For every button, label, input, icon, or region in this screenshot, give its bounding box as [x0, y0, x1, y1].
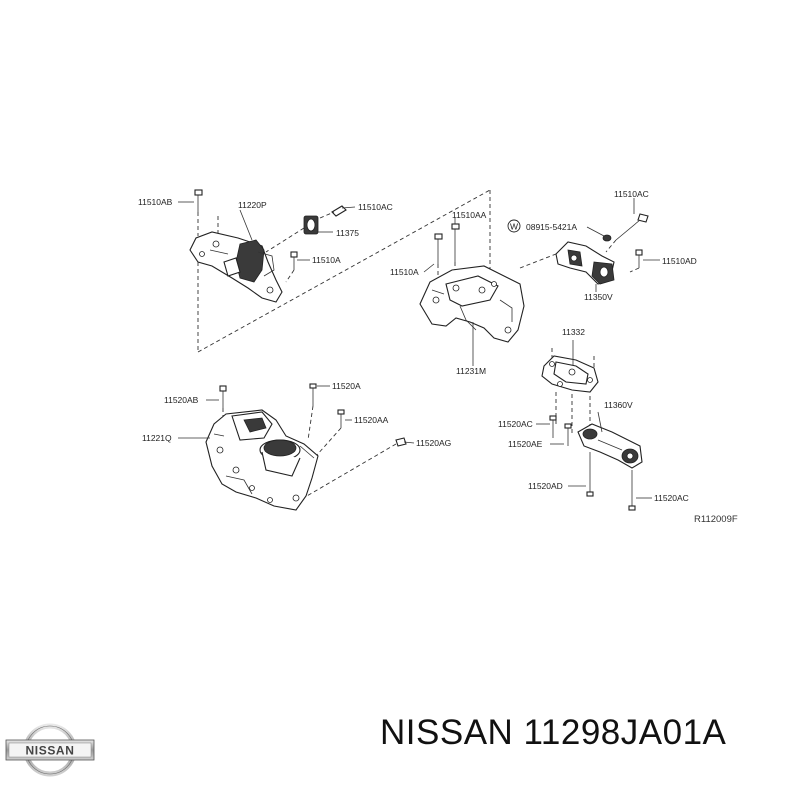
bolt-11510ac-right-icon [615, 213, 649, 241]
bolt-11510aa-icon [451, 223, 460, 262]
label-11231m: 11231M [456, 366, 486, 376]
mount-11221q-group: 11520AB 11520A 11520AA 11520AG 11221Q [142, 381, 451, 511]
part-number-caption: NISSAN 11298JA01A [380, 713, 727, 752]
bolt-11520ac-icon [549, 415, 557, 438]
label-11332: 11332 [562, 327, 585, 337]
label-11510ac-right: 11510AC [614, 189, 649, 199]
label-11520ae: 11520AE [508, 439, 543, 449]
bolt-11520a-icon [309, 383, 317, 406]
label-11510a-mid: 11510A [390, 267, 419, 277]
bolt-11510a-mid-icon [434, 233, 443, 264]
label-11350v: 11350V [584, 292, 613, 302]
mount-11350v-group: W 08915-5421A 11510AC [507, 189, 697, 302]
bolt-11520aa-icon [337, 409, 345, 428]
label-11510aa: 11510AA [452, 210, 487, 220]
label-11375: 11375 [336, 228, 359, 238]
label-11510a-left: 11510A [312, 255, 341, 265]
label-11510ab-top: 11510AB [138, 197, 173, 207]
label-11510ac-top: 11510AC [358, 202, 393, 212]
washer-08915-icon [602, 234, 612, 242]
label-11220p: 11220P [238, 200, 267, 210]
bracket-11332-icon [541, 355, 599, 393]
label-11510ad: 11510AD [662, 256, 697, 266]
bolt-11520ac-lower-icon [628, 470, 636, 511]
label-11520ac-a: 11520AC [498, 419, 533, 429]
bolt-11510ab-icon [194, 189, 203, 212]
bolt-11520ab-icon [219, 385, 227, 408]
label-11221q: 11221Q [142, 433, 172, 443]
washer-symbol-icon: W [507, 219, 521, 233]
mount-bracket-11220p-icon [189, 231, 283, 303]
mount-11221q-icon [205, 409, 319, 511]
label-11520ag: 11520AG [416, 438, 451, 448]
bracket-11231m-icon [419, 265, 525, 343]
label-11520aa: 11520AA [354, 415, 389, 425]
label-11520ad: 11520AD [528, 481, 563, 491]
bolt-11510a-icon [290, 251, 298, 270]
label-08915-5421a: 08915-5421A [526, 222, 577, 232]
bolt-11520ae-icon [564, 423, 572, 446]
bolt-11510ad-icon [635, 249, 643, 268]
torque-rod-group: 11332 11520AC 11520AE 11360V 11520AD 115… [498, 327, 738, 525]
nissan-logo-text: NISSAN [26, 744, 75, 758]
bushing-11375-icon [303, 215, 319, 235]
svg-text:W: W [510, 222, 518, 232]
mount-11220p-group: 11510AB 11220P 11510AC 11375 11510A [138, 189, 393, 303]
nissan-logo: NISSAN [5, 723, 95, 777]
diagram-reference: R112009F [694, 514, 738, 525]
label-11360v: 11360V [604, 400, 633, 410]
label-11520ac-b: 11520AC [654, 493, 689, 503]
label-11520ab: 11520AB [164, 395, 199, 405]
label-11520a: 11520A [332, 381, 361, 391]
bracket-11231m-group: 11510AA 11510A 11231M [390, 210, 557, 376]
torque-rod-11360v-icon [577, 423, 643, 469]
bolt-11520ad-icon [586, 452, 594, 497]
mount-11350v-icon [555, 241, 615, 285]
bolt-11520ag-icon [395, 437, 415, 447]
bolt-11510ac-icon [331, 205, 356, 217]
